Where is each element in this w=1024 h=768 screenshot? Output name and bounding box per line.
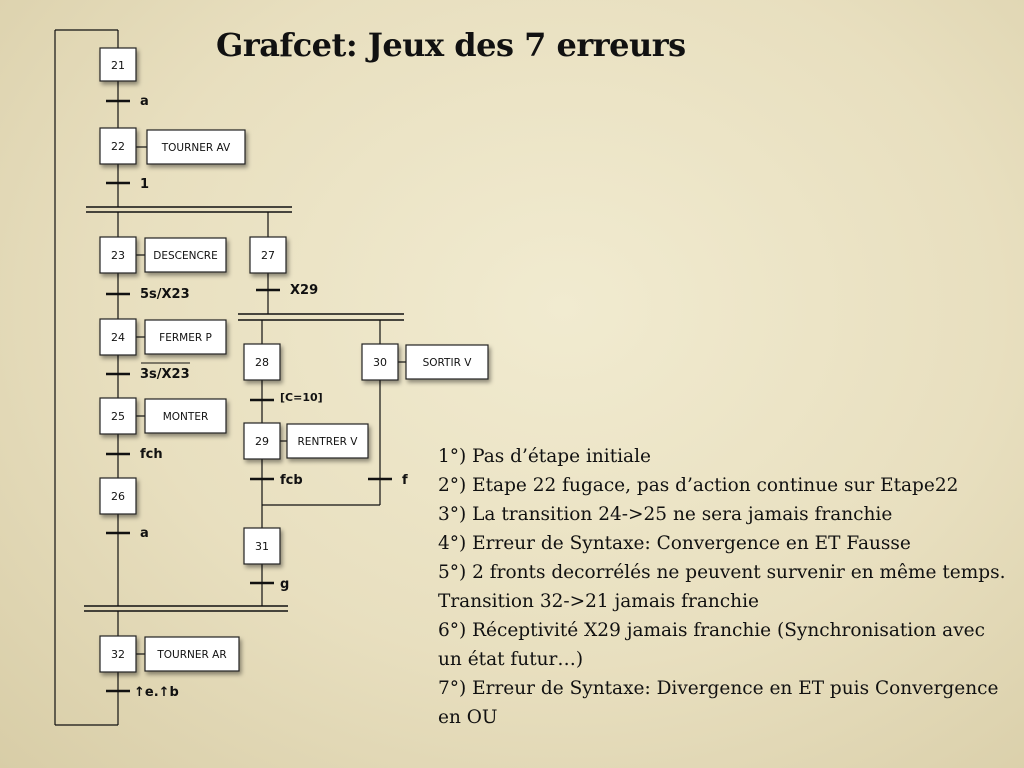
step-23-box xyxy=(99,236,137,274)
step-22: 22 xyxy=(111,140,125,153)
step-32: 32 xyxy=(111,648,125,661)
receptivity-26: a xyxy=(140,526,149,541)
step-26-box xyxy=(99,477,137,515)
receptivity-22: 1 xyxy=(140,177,149,192)
action-32-label: TOURNER AR xyxy=(156,649,226,661)
error-item-1: 1°) Pas d’étape initiale xyxy=(438,446,651,467)
action-25-label: MONTER xyxy=(163,411,209,423)
step-28-box xyxy=(243,343,281,381)
step-28: 28 xyxy=(255,356,269,369)
action-23-box xyxy=(144,237,227,273)
receptivity-31: g xyxy=(280,577,289,592)
step-22-box xyxy=(99,127,137,165)
step-29: 29 xyxy=(255,435,269,448)
receptivity-24: 3s/X23 xyxy=(140,367,190,382)
action-24-box xyxy=(144,319,227,355)
error-item-6: 6°) Réceptivité X29 jamais franchie (Syn… xyxy=(438,620,985,670)
error-item-7: 7°) Erreur de Syntaxe: Divergence en ET … xyxy=(438,678,999,728)
action-22-box xyxy=(146,129,246,165)
action-29-box xyxy=(286,423,369,459)
step-21: 21 xyxy=(111,59,125,72)
step-24-box xyxy=(99,318,137,356)
step-29-box xyxy=(243,422,281,460)
step-25-box xyxy=(99,397,137,435)
action-23-label: DESCENCRE xyxy=(153,250,217,262)
step-27-box xyxy=(249,236,287,274)
step-24: 24 xyxy=(111,331,125,344)
step-30-box xyxy=(361,343,399,381)
receptivity-25: fch xyxy=(140,447,163,462)
step-23: 23 xyxy=(111,249,125,262)
receptivity-21: a xyxy=(140,94,149,109)
receptivity-32: ↑e.↑b xyxy=(134,685,179,700)
step-27: 27 xyxy=(261,249,275,262)
error-list: 1°) Pas d’étape initiale 2°) Etape 22 fu… xyxy=(438,442,1008,732)
receptivity-28: [C=10] xyxy=(280,391,323,404)
step-21-box xyxy=(99,47,137,82)
action-29-label: RENTRER V xyxy=(298,436,359,448)
action-24-label: FERMER P xyxy=(159,332,212,344)
receptivity-27: X29 xyxy=(290,283,318,298)
action-25-box xyxy=(144,398,227,434)
step-32-box xyxy=(99,635,137,673)
receptivity-30: f xyxy=(402,473,408,488)
action-30-box xyxy=(405,344,489,380)
page-title: Grafcet: Jeux des 7 erreurs xyxy=(216,26,686,64)
error-item-3: 3°) La transition 24->25 ne sera jamais … xyxy=(438,504,893,525)
step-30: 30 xyxy=(373,356,387,369)
step-31: 31 xyxy=(255,540,269,553)
step-31-box xyxy=(243,527,281,565)
action-30-label: SORTIR V xyxy=(423,357,473,369)
step-25: 25 xyxy=(111,410,125,423)
receptivity-23: 5s/X23 xyxy=(140,287,190,302)
action-22-label: TOURNER AV xyxy=(161,142,231,154)
error-item-2: 2°) Etape 22 fugace, pas d’action contin… xyxy=(438,475,959,496)
error-item-5: 5°) 2 fronts decorrélés ne peuvent surve… xyxy=(438,562,1006,612)
step-26: 26 xyxy=(111,490,125,503)
action-32-box xyxy=(144,636,240,672)
error-item-4: 4°) Erreur de Syntaxe: Convergence en ET… xyxy=(438,533,911,554)
receptivity-29: fcb xyxy=(280,473,303,488)
